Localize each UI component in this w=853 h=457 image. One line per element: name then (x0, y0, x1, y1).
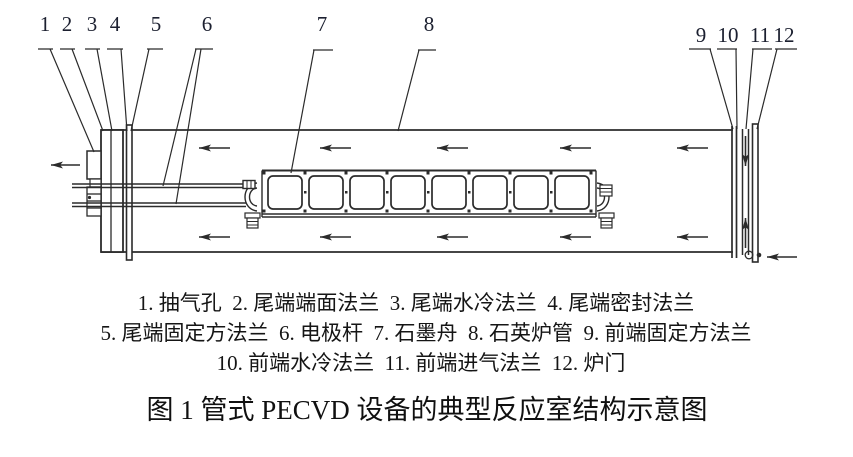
wafer-plate (267, 175, 303, 210)
electrode-feedthrough (86, 186, 102, 217)
inlet-elbow (744, 250, 754, 260)
boat-right-hook (596, 182, 615, 229)
callout-number-12: 12 (774, 23, 795, 47)
graphite-boat (261, 169, 597, 218)
electrode-rods (72, 183, 246, 208)
callout-number-4: 4 (110, 12, 121, 36)
schematic-drawing: 1 2 3 4 5 6 7 8 9 10 11 12 (38, 12, 797, 263)
boat-left-hook (242, 179, 261, 229)
pump-port (86, 150, 102, 180)
leader-6 (162, 48, 213, 205)
leader-1 (38, 48, 95, 153)
gas-flow-arrows (51, 136, 797, 261)
legend-line-2: 5. 尾端固定方法兰 6. 电极杆 7. 石墨舟 8. 石英炉管 9. 前端固定… (100, 321, 752, 345)
callout-number-6: 6 (202, 12, 213, 36)
wafer-plate (349, 175, 385, 210)
callout-number-5: 5 (151, 12, 162, 36)
wafer-plate (390, 175, 426, 210)
leader-7 (290, 49, 333, 174)
quartz-furnace-tube (101, 129, 733, 253)
callout-number-8: 8 (424, 12, 435, 36)
leader-4 (107, 48, 128, 132)
boat-screw-dots (262, 171, 593, 213)
wafer-plate (472, 175, 508, 210)
leader-8 (397, 49, 436, 132)
legend-line-3: 10. 前端水冷法兰 11. 前端进气法兰 12. 炉门 (216, 351, 626, 375)
tail-fixing-square-flange (125, 124, 133, 261)
leader-2 (60, 48, 104, 132)
furnace-door (751, 123, 759, 263)
legend-line-1: 1. 抽气孔 2. 尾端端面法兰 3. 尾端水冷法兰 4. 尾端密封法兰 (137, 291, 695, 315)
wafer-plates (267, 175, 590, 210)
callout-leader-lines (38, 48, 797, 205)
callout-number-10: 10 (718, 23, 739, 47)
leader-9 (689, 48, 734, 130)
callout-number-7: 7 (317, 12, 328, 36)
wafer-plate (308, 175, 344, 210)
callout-number-9: 9 (696, 23, 707, 47)
figure-caption: 图 1 管式 PECVD 设备的典型反应室结构示意图 (146, 395, 708, 425)
leader-11 (745, 48, 772, 130)
callout-number-11: 11 (750, 23, 770, 47)
wafer-plate (554, 175, 590, 210)
callout-number-1: 1 (40, 12, 51, 36)
leader-5 (130, 48, 163, 132)
leader-10 (717, 48, 738, 130)
callout-number-3: 3 (87, 12, 98, 36)
leader-12 (756, 48, 797, 130)
leader-3 (85, 48, 113, 132)
callout-number-2: 2 (62, 12, 73, 36)
wafer-plate (431, 175, 467, 210)
front-end-flange-assembly (731, 123, 762, 263)
wafer-plate (513, 175, 549, 210)
